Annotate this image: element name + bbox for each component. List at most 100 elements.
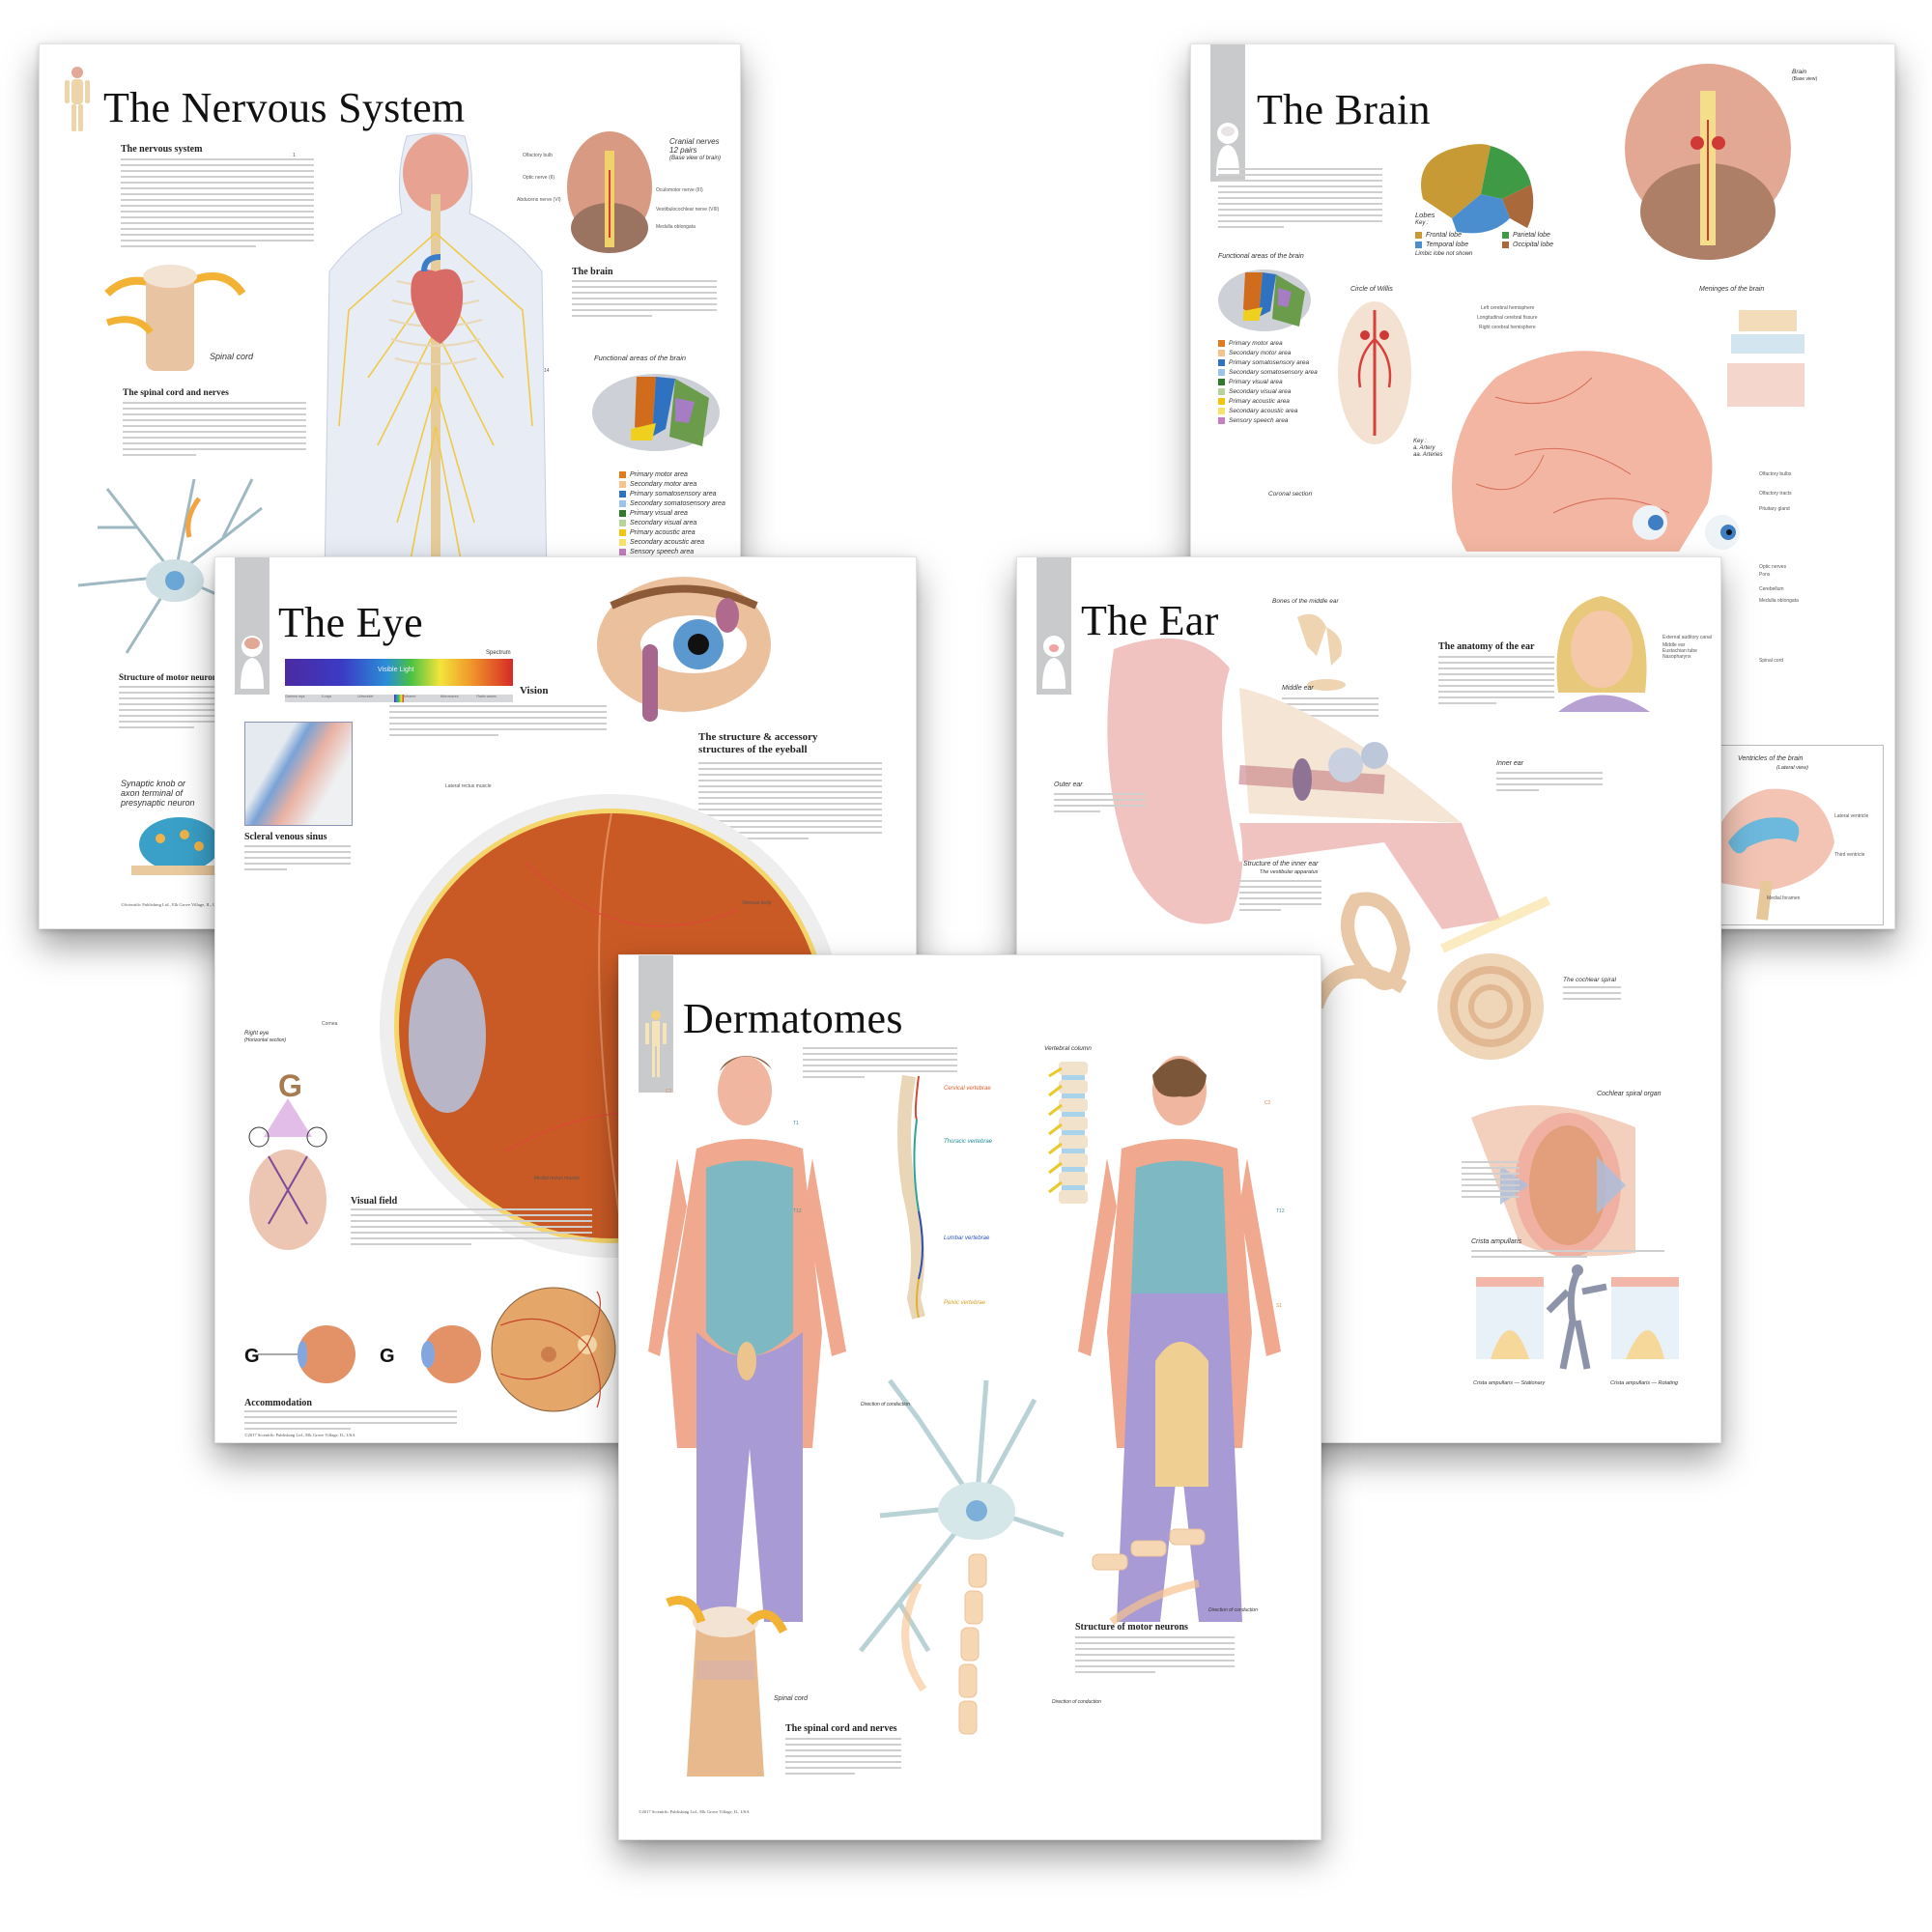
crista-illustrations (1476, 1264, 1679, 1370)
inner-structure-paragraph (1239, 880, 1321, 915)
section-heading: Structure of motor neurons (1075, 1622, 1188, 1633)
poster-title: The Brain (1257, 86, 1431, 133)
section-label: Lateral rectus muscle (445, 783, 492, 789)
inner-structure-caption: Structure of the inner ear The vestibula… (1243, 861, 1319, 875)
intro-paragraph (121, 158, 314, 251)
poster-dermatomes: Dermatomes C2 T1 T12 Cervical vertebrae … (618, 954, 1321, 1840)
poster-footer: ©Scientific Publishing Ltd., Elk Grove V… (121, 902, 222, 907)
side-label: Optic nerves (1759, 564, 1787, 570)
nervous-system-body (324, 132, 548, 582)
synapse-illustration (131, 817, 228, 875)
side-label: Pons (1759, 572, 1771, 578)
poster-tab (1037, 557, 1071, 695)
spinal-cord-illustration (104, 265, 246, 371)
ossicles-illustration (1297, 613, 1346, 691)
back-dermatome-label: C2 (1264, 1100, 1271, 1106)
bones-caption: Bones of the middle ear (1272, 598, 1339, 605)
human-figure-icon (65, 67, 90, 131)
coronal-caption: Coronal section (1268, 491, 1313, 497)
girl-portrait (1556, 596, 1650, 712)
spinal-paragraph (123, 402, 306, 460)
ventricles-caption: Ventricles of the brain (1738, 755, 1804, 762)
side-label: Olfactory tracts (1759, 491, 1792, 497)
section-heading: Structure of motor neurons (119, 672, 221, 682)
inner-ear-caption: Inner ear (1496, 760, 1524, 767)
visual-field-paragraph (351, 1208, 592, 1249)
accommodation-paragraph (244, 1410, 457, 1434)
ventricles-panel: Ventricles of the brain (Lateral view) L… (1708, 745, 1884, 925)
face-label: Middle ear (1662, 642, 1686, 648)
svg-text:G: G (380, 1346, 395, 1367)
spinal-cord-caption: Spinal cord (210, 352, 254, 361)
key2: Key : a. Artery aa. Arteries (1413, 439, 1443, 458)
conduction-caption: Direction of conduction (861, 1402, 910, 1407)
thoracic-caption: Thoracic vertebrae (944, 1139, 993, 1145)
spinal-cord-illustration (666, 1596, 788, 1776)
section-heading: The spinal cord and nerves (785, 1723, 897, 1734)
side-label: Medulla oblongata (1759, 598, 1799, 604)
accessory-paragraph (698, 762, 882, 843)
outer-ear-paragraph (1054, 793, 1146, 816)
key-label: Key : (1415, 220, 1429, 226)
hemisphere-label: Left cerebral hemisphere (1481, 305, 1535, 311)
ventricles-illustration (1709, 788, 1834, 921)
crista-stationary-caption: Crista ampullaris — Stationary (1473, 1380, 1546, 1386)
ventricles-sub: (Lateral view) (1776, 765, 1809, 771)
spectrum-bar: Visible Light (285, 659, 513, 686)
scleral-inset (244, 722, 353, 826)
conduction-caption: Direction of conduction (1052, 1699, 1101, 1705)
eyeball-icon (1705, 515, 1740, 550)
eye-accessory-illustration (597, 577, 771, 722)
vision-paragraph (389, 705, 607, 740)
hemisphere-label: Longitudinal cerebral fissure (1477, 315, 1538, 321)
middle-ear-caption: Middle ear (1282, 685, 1314, 692)
lumbar-caption: Lumbar vertebrae (944, 1236, 990, 1241)
section-heading: Visual field (351, 1196, 398, 1207)
face-label: Nasopharynx (1662, 654, 1691, 660)
poster-footer: ©2017 Scientific Publishing Ltd., Elk Gr… (244, 1433, 355, 1437)
anatomy-paragraph (1438, 656, 1554, 708)
functional-legend: Primary motor area Secondary motor area … (1218, 338, 1318, 425)
head-silhouette-icon (1216, 123, 1239, 176)
hemisphere-label: Right cerebral hemisphere (1479, 325, 1536, 330)
spectrum-caption: Spectrum (486, 650, 511, 656)
meninges-caption: Meninges of the brain (1699, 286, 1765, 293)
motor-neuron-illustration (859, 1378, 1206, 1735)
cervical-caption: Cervical vertebrae (944, 1086, 991, 1092)
cranial-label: Vestibulocochlear nerve (VIII) (656, 207, 720, 213)
cranial-caption: Cranial nerves 12 pairs (Base view of br… (669, 137, 722, 161)
vertebral-caption: Vertebral column (1044, 1045, 1092, 1052)
poster-tab (639, 955, 673, 1093)
spinal-paragraph (785, 1738, 901, 1778)
brain-lateral (1452, 351, 1713, 552)
section-heading: The brain (572, 267, 613, 277)
ear-cross-section (1107, 638, 1500, 929)
cranial-label: Olfactory bulb (523, 153, 553, 158)
face-label: External auditory canal (1662, 635, 1712, 640)
pelvic-caption: Pelvic vertebrae (944, 1300, 986, 1306)
side-label: Olfactory bulbs (1759, 471, 1792, 477)
face-label: Eustachian tube (1662, 648, 1697, 654)
cochlear-organ-caption: Cochlear spiral organ (1597, 1091, 1662, 1097)
section-heading: The spinal cord and nerves (123, 388, 229, 398)
functional-brain (1218, 270, 1311, 331)
conduction-caption: Direction of conduction (1208, 1607, 1258, 1613)
poster-title: The Eye (278, 599, 423, 646)
section-heading: The nervous system (121, 144, 203, 155)
limbic-note: Limbic lobe not shown (1415, 251, 1473, 257)
functional-caption: Functional areas of the brain (1218, 253, 1304, 260)
section-heading: Accommodation (244, 1398, 312, 1408)
base-sub: (Base view) (1792, 76, 1818, 82)
intro-paragraph (803, 1047, 957, 1082)
vertebral-column-illustration (1048, 1062, 1088, 1204)
meninges-block (1727, 310, 1804, 407)
functional-brain (592, 374, 720, 451)
lobes-caption: Lobes (1415, 211, 1435, 219)
poster-title: The Nervous System (103, 84, 466, 131)
head-silhouette-icon (1042, 636, 1065, 689)
brain-base-view (567, 131, 652, 253)
scleral-paragraph (244, 845, 351, 874)
ventricle-label: Third ventricle (1834, 852, 1865, 858)
lobes-brain (1421, 144, 1534, 234)
